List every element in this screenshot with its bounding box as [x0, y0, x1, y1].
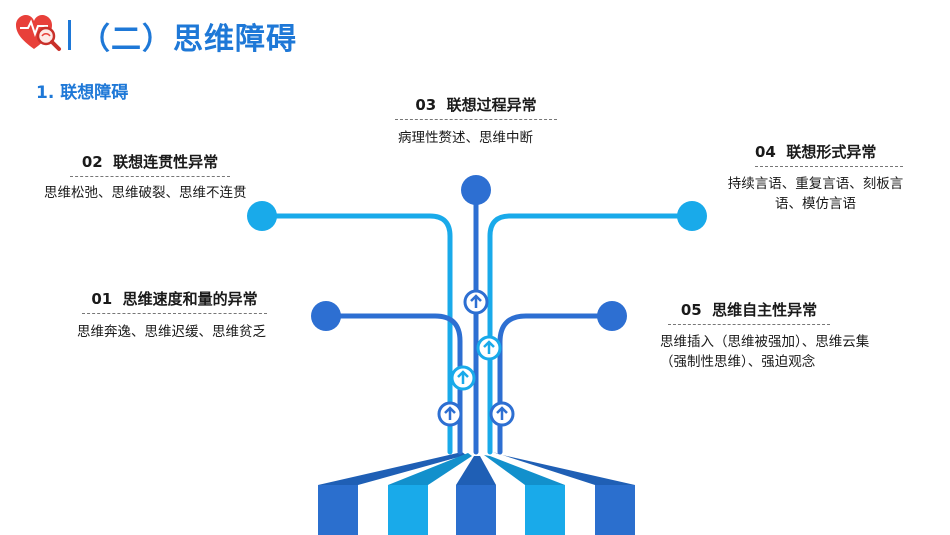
node-title-01: 01 思维速度和量的异常: [82, 289, 267, 314]
up-arrow-icon: [476, 335, 502, 361]
branch-line-01: [323, 313, 463, 455]
branch-dot-01: [311, 301, 341, 331]
branch-dot-04: [677, 201, 707, 231]
section-subtitle: 1. 联想障碍: [36, 83, 129, 103]
branch-line-05: [497, 313, 615, 455]
node-desc-05: 思维插入（思维被强加）、思维云集（强制性思维）、强迫观念: [660, 334, 870, 370]
branch-dot-05: [597, 301, 627, 331]
heart-magnifier-icon: [16, 15, 61, 51]
diagram-base: [318, 452, 635, 535]
node-desc-04: 持续言语、重复言语、刻板言语、模仿言语: [727, 176, 904, 212]
node-title-02: 02 联想连贯性异常: [70, 151, 230, 177]
up-arrow-icon: [489, 401, 515, 427]
up-arrow-icon: [437, 401, 463, 427]
branch-line-04: [487, 213, 693, 455]
up-arrow-icon: [463, 289, 489, 315]
node-desc-03: 病理性赘述、思维中断: [398, 130, 533, 146]
up-arrow-icon: [450, 365, 476, 391]
title-accent-bar: [68, 20, 71, 50]
node-title-03: 03 联想过程异常: [395, 94, 557, 120]
branch-dot-03: [461, 175, 491, 205]
page-title: （二）思维障碍: [80, 22, 297, 57]
node-title-05: 05 思维自主性异常: [668, 299, 830, 325]
node-desc-02: 思维松弛、思维破裂、思维不连贯: [44, 185, 247, 201]
node-title-04: 04 联想形式异常: [755, 141, 903, 167]
node-desc-01: 思维奔逸、思维迟缓、思维贫乏: [77, 324, 266, 340]
branch-line-02: [262, 213, 453, 455]
branch-dot-02: [247, 201, 277, 231]
